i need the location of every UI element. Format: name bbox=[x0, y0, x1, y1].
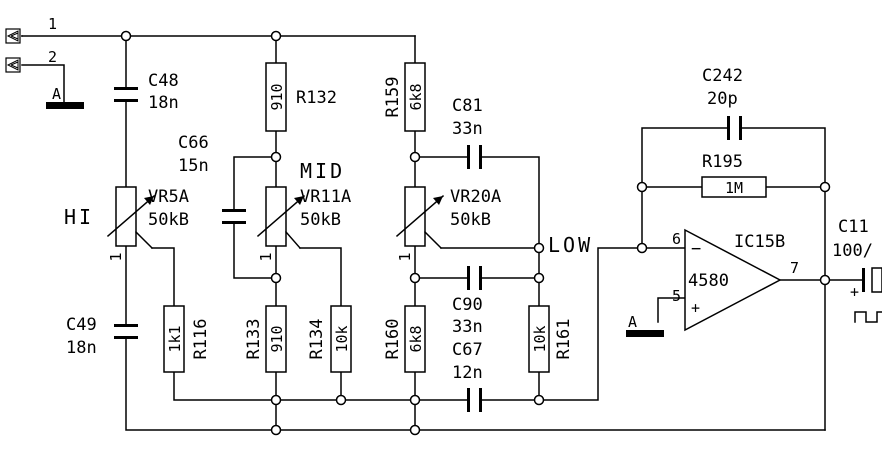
c81-name: C81 bbox=[452, 96, 483, 116]
c90-name: C90 bbox=[452, 295, 483, 315]
connector-1-number: 1 bbox=[48, 15, 57, 33]
opamp-ic15b: − + 4580 IC15B 6 5 7 bbox=[672, 228, 799, 332]
c67-name: C67 bbox=[452, 340, 483, 360]
c242-name: C242 bbox=[702, 66, 743, 86]
resistor-r159: 6k8 R159 bbox=[383, 62, 426, 132]
capacitor-c81: C81 33n bbox=[452, 96, 483, 169]
band-label-low: LOW bbox=[548, 233, 593, 257]
r132-value: 910 bbox=[268, 83, 286, 110]
resistor-r134: 10k R134 bbox=[307, 305, 352, 373]
c48-value: 18n bbox=[148, 93, 179, 113]
capacitor-c49: C49 18n bbox=[66, 315, 138, 358]
junction-nodes bbox=[120, 30, 831, 436]
vr20a-name: VR20A bbox=[450, 187, 501, 207]
resistor-r160: 6k8 R160 bbox=[383, 305, 426, 373]
resistor-r132: 910 R132 bbox=[265, 62, 337, 132]
opamp-inv-sign: − bbox=[691, 239, 701, 259]
connector-2-number: 2 bbox=[48, 48, 57, 66]
band-label-hi: HI bbox=[64, 205, 94, 229]
r195-name: R195 bbox=[702, 152, 743, 172]
ground-input-label: A bbox=[52, 85, 61, 103]
c66-name: C66 bbox=[178, 133, 209, 153]
capacitor-c242: C242 20p bbox=[702, 66, 743, 140]
vr11a-value: 50kB bbox=[300, 210, 341, 230]
c242-value: 20p bbox=[707, 89, 738, 109]
opamp-noninv-sign: + bbox=[691, 299, 700, 317]
r134-name: R134 bbox=[307, 319, 327, 360]
c49-name: C49 bbox=[66, 315, 97, 335]
r134-value: 10k bbox=[333, 325, 351, 352]
r160-name: R160 bbox=[383, 319, 403, 360]
capacitor-c11: + C11 100/ bbox=[832, 217, 882, 301]
c90-value: 33n bbox=[452, 317, 483, 337]
r132-name: R132 bbox=[296, 88, 337, 108]
opamp-pin-out: 7 bbox=[790, 259, 799, 277]
vr5a-pin: 1 bbox=[107, 252, 125, 261]
r133-value: 910 bbox=[268, 325, 286, 352]
resistor-r161: 10k R161 bbox=[528, 305, 574, 373]
ground-opamp-label: A bbox=[628, 313, 637, 331]
opamp-name: IC15B bbox=[734, 232, 785, 252]
r133-name: R133 bbox=[244, 319, 264, 360]
r160-value: 6k8 bbox=[407, 325, 425, 352]
c66-value: 15n bbox=[178, 156, 209, 176]
r159-name: R159 bbox=[383, 77, 403, 118]
resistor-r133: 910 R133 bbox=[244, 305, 287, 373]
square-wave-icon bbox=[854, 311, 882, 323]
potentiometer-vr11a: 1 VR11A 50kB bbox=[256, 186, 351, 262]
ground-input: A bbox=[46, 85, 84, 109]
r116-name: R116 bbox=[191, 319, 211, 360]
vr11a-name: VR11A bbox=[300, 187, 351, 207]
c11-name: C11 bbox=[838, 217, 869, 237]
potentiometer-vr20a: 1 VR20A 50kB bbox=[395, 186, 501, 262]
vr5a-value: 50kB bbox=[148, 210, 189, 230]
r161-value: 10k bbox=[531, 325, 549, 352]
capacitor-c90: C90 33n bbox=[452, 266, 483, 337]
c11-value: 100/ bbox=[832, 241, 873, 261]
c81-value: 33n bbox=[452, 119, 483, 139]
potentiometer-vr5a: 1 VR5A 50kB bbox=[106, 186, 189, 262]
resistor-r116: 1k1 R116 bbox=[163, 305, 211, 373]
vr5a-name: VR5A bbox=[148, 187, 189, 207]
r161-name: R161 bbox=[554, 319, 574, 360]
capacitor-c48: C48 18n bbox=[114, 71, 179, 113]
capacitor-c66: C66 15n bbox=[178, 133, 246, 224]
connector-1: 1 bbox=[5, 15, 57, 44]
vr11a-pin: 1 bbox=[257, 252, 275, 261]
c67-value: 12n bbox=[452, 363, 483, 383]
vr20a-value: 50kB bbox=[450, 210, 491, 230]
c48-name: C48 bbox=[148, 71, 179, 91]
resistor-r195: 1M R195 bbox=[701, 152, 767, 198]
opamp-part: 4580 bbox=[688, 271, 729, 291]
r116-value: 1k1 bbox=[166, 325, 184, 352]
connector-2: 2 bbox=[5, 48, 57, 73]
opamp-pin-noninv: 5 bbox=[672, 287, 681, 305]
ground-opamp: A bbox=[626, 313, 664, 337]
vr20a-pin: 1 bbox=[396, 252, 414, 261]
capacitor-c67: C67 12n bbox=[452, 340, 483, 412]
r159-value: 6k8 bbox=[407, 83, 425, 110]
band-label-mid: MID bbox=[300, 159, 345, 183]
c11-polarity: + bbox=[850, 283, 859, 301]
c49-value: 18n bbox=[66, 338, 97, 358]
opamp-pin-inv: 6 bbox=[672, 230, 681, 248]
r195-value: 1M bbox=[725, 179, 743, 197]
